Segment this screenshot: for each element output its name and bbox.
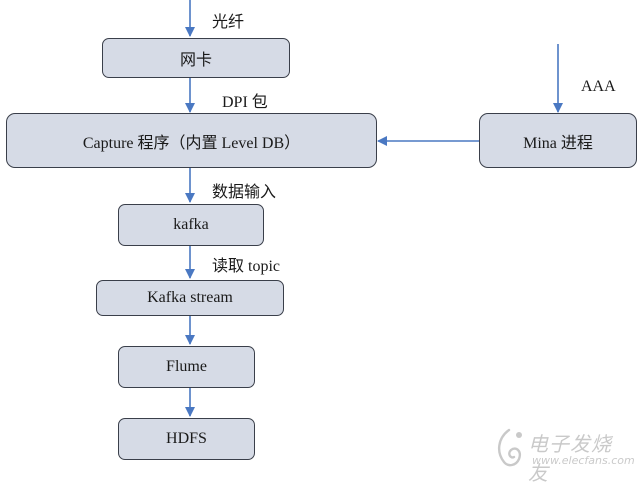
node-kafka-stream: Kafka stream	[96, 280, 284, 316]
elecfans-watermark: 电子发烧友 www.elecfans.com	[492, 426, 635, 485]
label-read-topic: 读取 topic	[212, 258, 280, 275]
label-dpi: DPI 包	[222, 94, 268, 111]
node-nic: 网卡	[102, 38, 290, 78]
label-aaa: AAA	[581, 78, 616, 95]
label-data-input: 数据输入	[212, 184, 277, 201]
node-kafka: kafka	[118, 204, 264, 246]
elecfans-logo-icon	[497, 428, 522, 467]
watermark-url: www.elecfans.com	[532, 454, 635, 467]
node-capture: Capture 程序（内置 Level DB）	[6, 113, 377, 168]
node-flume: Flume	[118, 346, 255, 388]
node-mina: Mina 进程	[479, 113, 637, 168]
node-hdfs: HDFS	[118, 418, 255, 460]
label-fiber: 光纤	[212, 14, 245, 31]
